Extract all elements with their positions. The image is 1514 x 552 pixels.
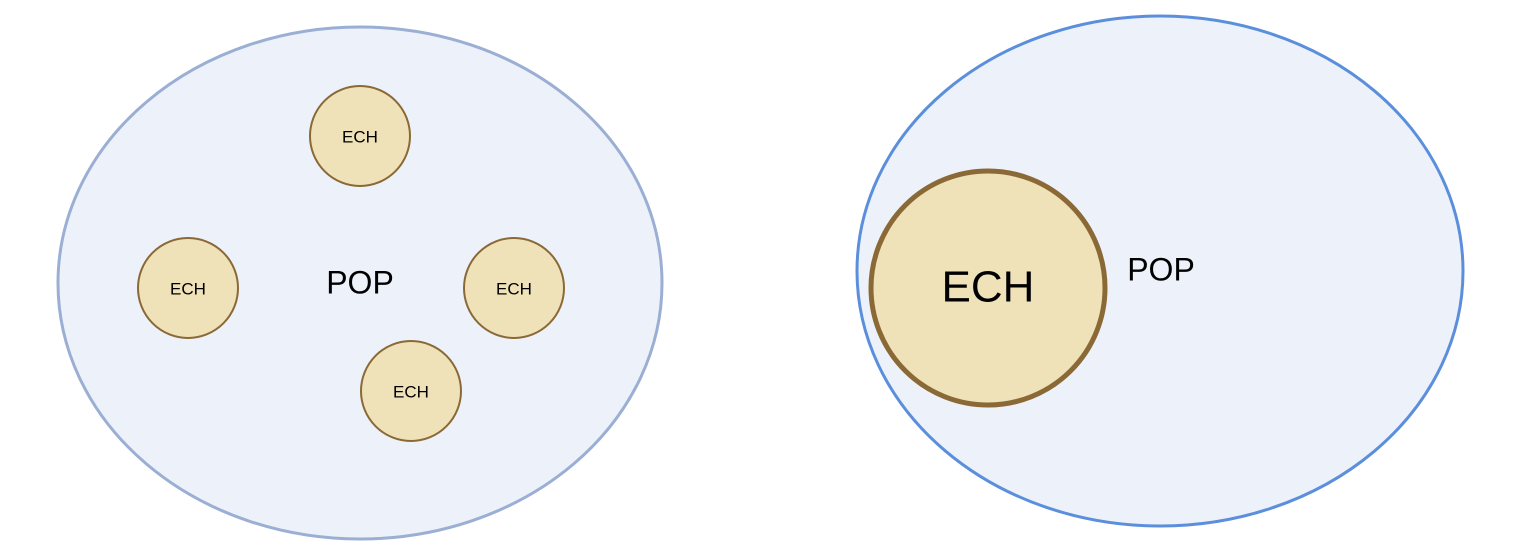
left-population-ellipse	[56, 25, 664, 541]
left-sample-right: ECH	[463, 237, 565, 339]
left-sample-left-label: ECH	[170, 279, 206, 298]
left-sample-top-circle	[309, 85, 411, 187]
right-sample-circle	[868, 168, 1108, 408]
right-sample: ECH	[868, 168, 1108, 408]
right-population-label: POP	[1127, 251, 1195, 287]
left-sample-left: ECH	[137, 237, 239, 339]
left-sample-left-circle	[137, 237, 239, 339]
left-diagram: POP ECH ECH ECH ECH	[56, 25, 664, 541]
left-sample-right-circle	[463, 237, 565, 339]
right-diagram: POP ECH	[855, 14, 1465, 528]
right-sample-label: ECH	[942, 263, 1035, 312]
left-population-label: POP	[326, 264, 394, 300]
left-sample-bottom-label: ECH	[393, 382, 429, 401]
left-sample-top-label: ECH	[342, 127, 378, 146]
left-sample-bottom: ECH	[360, 340, 462, 442]
left-sample-top: ECH	[309, 85, 411, 187]
left-sample-bottom-circle	[360, 340, 462, 442]
left-sample-right-label: ECH	[496, 279, 532, 298]
